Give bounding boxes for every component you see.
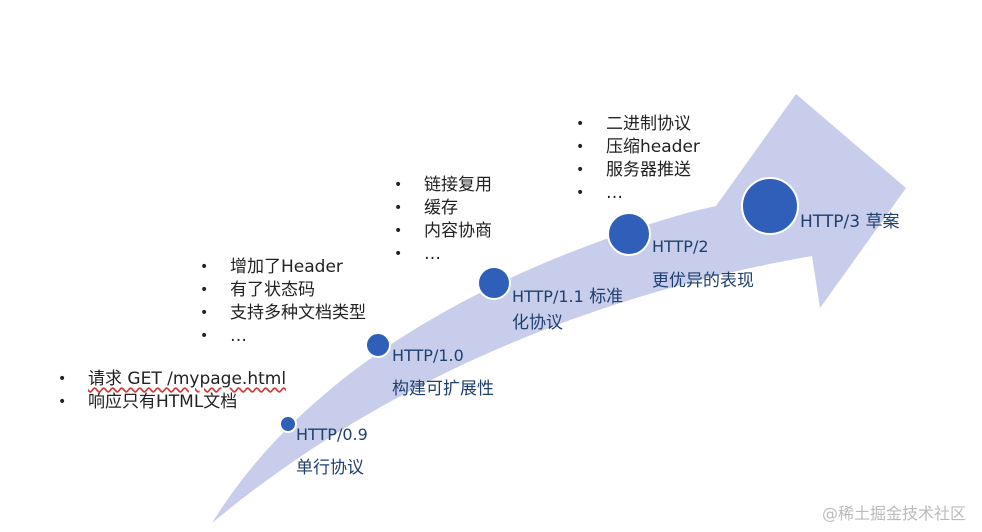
bullet-item: 缓存 [394,197,492,220]
description-http-3: 草案 [865,212,900,232]
label-http-3: HTTP/3 草案 [800,207,899,232]
bullets-http-1-0: 增加了Header 有了状态码 支持多种文档类型 … [200,256,366,348]
description-http-0-9: 单行协议 [296,458,364,478]
bullets-http-1-1: 链接复用 缓存 内容协商 … [394,174,492,266]
arrow-shape [212,94,906,523]
bullet-item: 内容协商 [394,220,492,243]
bullet-item: 服务器推送 [576,159,700,182]
bullet-item: … [576,182,700,205]
node-http-3 [741,177,799,235]
bullet-item: 有了状态码 [200,279,366,302]
bullet-item: 支持多种文档类型 [200,302,366,325]
version-label-http-1-1: HTTP/1.1 [512,287,584,306]
label-http-1-1: HTTP/1.1 标准化协议 [512,284,632,336]
bullet-item: 链接复用 [394,174,492,197]
bullet-item: 二进制协议 [576,113,700,136]
description-http-2: 更优异的表现 [652,271,754,291]
bullet-item: … [200,325,366,348]
node-http-1-1 [477,266,511,300]
node-http-0-9 [279,415,297,433]
bullet-item: 请求 GET /mypage.html [58,368,286,391]
bullet-item: 增加了Header [200,256,366,279]
node-http-1-0 [365,332,391,358]
bullets-http-2: 二进制协议 压缩header 服务器推送 … [576,113,700,205]
version-label-http-3: HTTP/3 [800,212,861,232]
version-label-http-1-0: HTTP/1.0 [392,346,464,365]
version-label-http-0-9: HTTP/0.9 [296,425,368,444]
description-http-1-0: 构建可扩展性 [392,379,494,399]
bullets-http-0-9: 请求 GET /mypage.html 响应只有HTML文档 [58,368,286,414]
description-http-1-1: 标准化协议 [512,287,624,333]
version-label-http-2: HTTP/2 [652,237,709,256]
watermark: @稀土掘金技术社区 [821,504,966,523]
bullet-item: … [394,243,492,266]
bullet-item: 压缩header [576,136,700,159]
node-http-2 [607,212,651,256]
bullet-item: 响应只有HTML文档 [58,391,286,414]
